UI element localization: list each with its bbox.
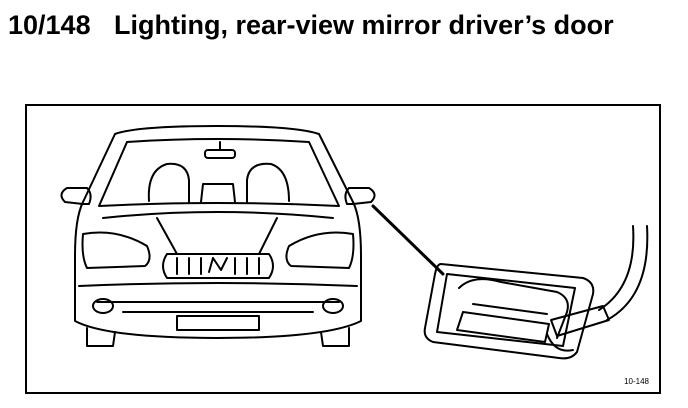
leader-line — [371, 204, 445, 276]
section-number: 10/148 — [8, 10, 91, 40]
illustration-frame: 10-148 — [25, 104, 661, 394]
mirror-lamp-detail — [423, 225, 649, 360]
illustration — [60, 125, 649, 360]
car-front-view — [60, 125, 376, 347]
figure-reference: 10-148 — [624, 377, 649, 386]
section-title: Lighting, rear-view mirror driver’s door — [114, 10, 614, 40]
